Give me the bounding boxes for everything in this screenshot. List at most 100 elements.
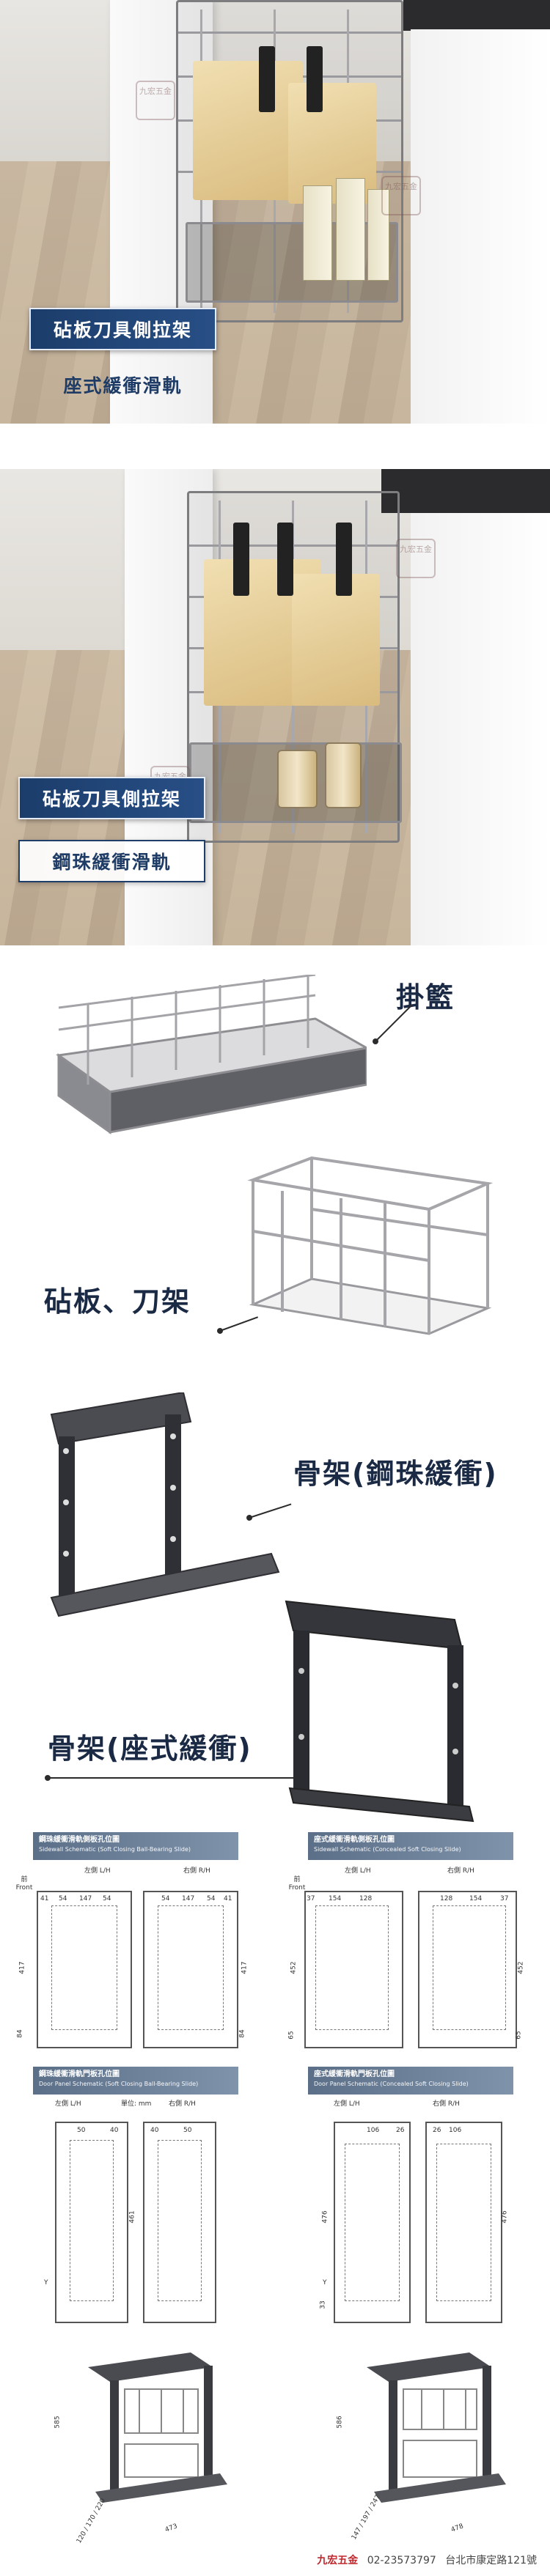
pullout-unit [187, 491, 402, 843]
dim-value: 40 [110, 2127, 119, 2134]
dim-value: 478 [450, 2523, 465, 2534]
frame-seat-illustration [285, 1600, 474, 1823]
dim-value: 26 [396, 2127, 405, 2134]
dim-value: 54 [161, 1895, 170, 1903]
knife-handle [336, 523, 352, 596]
dim-value: 50 [77, 2127, 86, 2134]
dim-value: 40 [150, 2127, 159, 2134]
door-panel-left [55, 2122, 128, 2323]
schematic-header: 鋼珠緩衝滑軌門板孔位圖 Door Panel Schematic (Soft C… [33, 2067, 238, 2095]
sidewall-panel-left [304, 1891, 403, 2048]
dim-value: 54 [59, 1895, 67, 1903]
bottle-item [367, 189, 389, 281]
dim-value: 452 [517, 1961, 525, 1974]
counter-top [381, 469, 550, 513]
schematic-header: 鋼珠緩衝滑軌側板孔位圖 Sidewall Schematic (Soft Clo… [33, 1832, 238, 1860]
dim-value: 106 [367, 2127, 380, 2134]
components-section: 掛籃 砧板、刀架 骨架(鋼珠緩衝) [0, 945, 550, 1832]
dim-value: 41 [224, 1895, 232, 1903]
brand-stamp: 九宏五金 [396, 539, 436, 578]
sidewall-panel-right [143, 1891, 238, 2048]
footer-contact: 九宏五金 02-23573797 台北市康定路121號 [317, 2553, 537, 2567]
counter-top [403, 0, 550, 31]
dim-value: 33 [319, 2300, 327, 2309]
dim-value: 41 [40, 1895, 49, 1903]
dim-value: 37 [307, 1895, 315, 1903]
spice-jar [277, 750, 318, 808]
knife-handle [277, 523, 293, 596]
dim-value: 128 [359, 1895, 373, 1903]
side-tag: 右側 R/H [169, 2100, 196, 2108]
front-tag: 前 Front [288, 1876, 306, 1892]
product-title-label: 砧板刀具側拉架 [18, 777, 205, 819]
component-label-frame-ball: 骨架(鋼珠緩衝) [293, 1458, 498, 1490]
product-title-label: 砧板刀具側拉架 [29, 308, 216, 350]
dim-value: Y [44, 2279, 48, 2287]
door-panel-right [143, 2122, 216, 2323]
brand-stamp: 九宏五金 [136, 81, 175, 120]
dim-value: 106 [449, 2127, 462, 2134]
cutting-board [193, 61, 303, 200]
side-tag: 左側 L/H [55, 2100, 81, 2108]
frame-ball-illustration [50, 1392, 280, 1617]
schematic-header: 座式緩衝滑軌側板孔位圖 Sidewall Schematic (Conceale… [308, 1832, 513, 1860]
dim-value: 476 [501, 2210, 509, 2223]
side-tag: 右側 R/H [183, 1867, 210, 1875]
footer-brand: 九宏五金 [317, 2555, 359, 2566]
slide-type-label: 鋼珠緩衝滑軌 [18, 840, 205, 882]
door-panel-left [334, 2122, 411, 2323]
dim-value: 452 [290, 1961, 298, 1974]
slide-type-label: 座式緩衝滑軌 [63, 375, 183, 396]
dim-value: 417 [18, 1961, 26, 1974]
dim-value: Y [323, 2279, 327, 2287]
dim-value: 461 [128, 2210, 136, 2223]
footer-address: 台北市康定路121號 [445, 2555, 537, 2566]
schematic-header: 座式緩衝滑軌門板孔位圖 Door Panel Schematic (Concea… [308, 2067, 513, 2095]
dim-value: 154 [329, 1895, 342, 1903]
bottle-item [336, 178, 365, 281]
front-tag: 前 Front [15, 1876, 33, 1892]
bottle-item [303, 185, 332, 281]
bottom-basket [186, 222, 398, 303]
dim-value: 147 [79, 1895, 92, 1903]
side-tag: 左側 L/H [345, 1867, 371, 1875]
knife-handle [233, 523, 249, 596]
dim-value: 476 [321, 2210, 329, 2223]
side-tag: 右側 R/H [447, 1867, 474, 1875]
knife-handle [259, 46, 275, 112]
dim-value: 54 [103, 1895, 111, 1903]
dim-value: 585 [54, 2416, 62, 2429]
side-tag: 右側 R/H [433, 2100, 460, 2108]
dim-value: 65 [287, 2031, 296, 2040]
sidewall-panel-right [418, 1891, 517, 2048]
component-label-frame-seat: 骨架(座式緩衝) [48, 1732, 252, 1765]
spice-jar [325, 742, 362, 808]
unit-3d-seat [367, 2352, 506, 2503]
dim-value: 84 [238, 2029, 246, 2038]
product-photo-ball-slide: 九宏五金 九宏五金 砧板刀具側拉架 鋼珠緩衝滑軌 [0, 469, 550, 945]
door-panel-right [425, 2122, 502, 2323]
dim-value: 65 [515, 2031, 523, 2040]
board-rack-illustration [247, 1156, 494, 1335]
cutting-board [292, 574, 380, 706]
basket-illustration [56, 975, 367, 1134]
dim-value: 154 [469, 1895, 483, 1903]
dim-value: 26 [433, 2127, 441, 2134]
dim-value: 128 [440, 1895, 453, 1903]
product-photo-seat-slide: 九宏五金 九宏五金 砧板刀具側拉架 座式緩衝滑軌 [0, 0, 550, 424]
dim-value: 37 [500, 1895, 509, 1903]
leader-line [45, 1775, 301, 1781]
schematics-section: 鋼珠緩衝滑軌側板孔位圖 Sidewall Schematic (Soft Clo… [0, 1832, 550, 2576]
dim-value: 417 [241, 1961, 249, 1974]
footer-phone: 02-23573797 [367, 2555, 436, 2566]
sidewall-panel-left [37, 1891, 132, 2048]
dim-value: 586 [336, 2416, 344, 2429]
dim-value: 473 [164, 2523, 179, 2534]
dim-value: 84 [16, 2029, 24, 2038]
pullout-unit [176, 0, 403, 322]
side-tag: 左側 L/H [334, 2100, 360, 2108]
knife-handle [307, 46, 323, 112]
component-label-basket: 掛籃 [396, 981, 455, 1014]
component-label-board-rack: 砧板、刀架 [44, 1285, 191, 1318]
